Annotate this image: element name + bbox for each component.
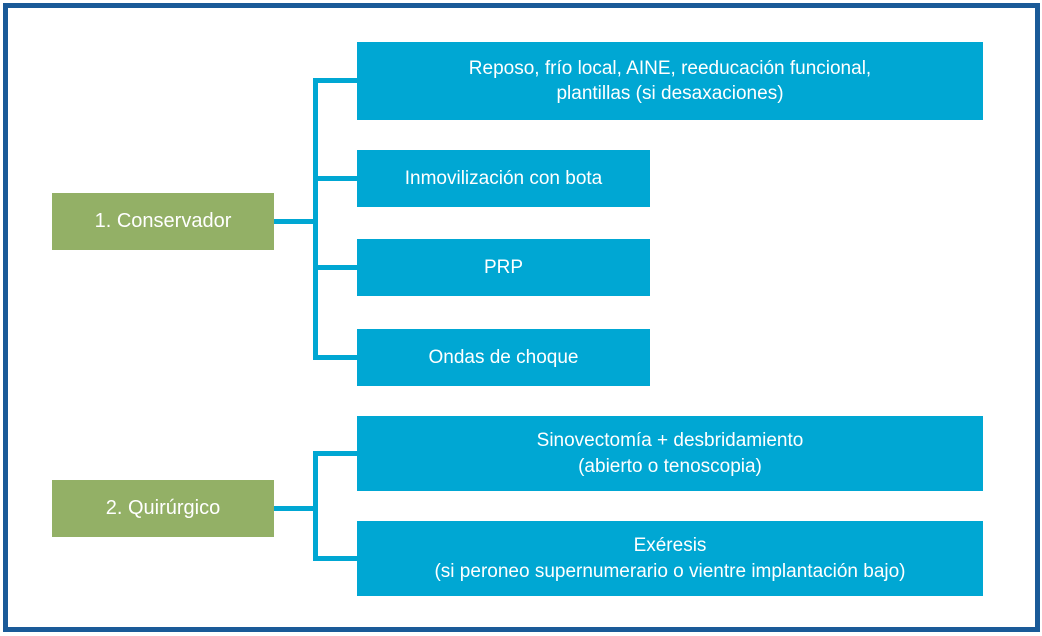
node-reposo-frio-aine: Reposo, frío local, AINE, reeducación fu… (357, 42, 983, 120)
connector-quirurgico-trunk (313, 451, 318, 561)
connector-branch-reposo (313, 78, 357, 83)
connector-conservador-stub (274, 219, 318, 224)
connector-branch-prp (313, 265, 357, 270)
connector-branch-sinovectomia (313, 451, 357, 456)
connector-branch-ondas (313, 355, 357, 360)
node-sinovectomia-desbridamiento: Sinovectomía + desbridamiento (abierto o… (357, 416, 983, 491)
connector-branch-exeresis (313, 556, 357, 561)
node-inmovilizacion-bota: Inmovilización con bota (357, 150, 650, 207)
node-ondas-de-choque: Ondas de choque (357, 329, 650, 386)
node-conservador: 1. Conservador (52, 193, 274, 250)
connector-quirurgico-stub (274, 506, 318, 511)
connector-branch-inmovilizacion (313, 176, 357, 181)
node-quirurgico: 2. Quirúrgico (52, 480, 274, 537)
node-prp: PRP (357, 239, 650, 296)
connector-conservador-trunk (313, 78, 318, 360)
node-exeresis: Exéresis (si peroneo supernumerario o vi… (357, 521, 983, 596)
